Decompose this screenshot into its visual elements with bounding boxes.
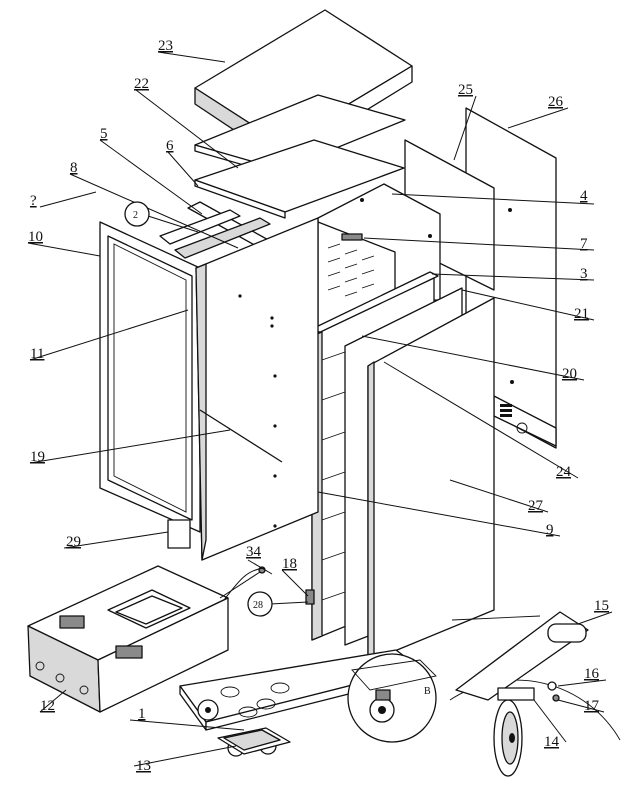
callout-20: 20 — [562, 366, 577, 382]
callout-27: 27 — [528, 498, 544, 514]
callout-1: 1 — [138, 706, 146, 722]
detail-circle-right — [449, 611, 621, 777]
part-19-rod — [199, 409, 283, 463]
callout-34: 34 — [246, 544, 262, 560]
callout-15: 15 — [594, 598, 609, 614]
leader-lines — [27, 51, 613, 767]
callout-question: ? — [30, 193, 37, 209]
callout-6: 6 — [166, 138, 174, 154]
perforation-slots — [327, 243, 375, 297]
callout-21: 21 — [574, 306, 589, 322]
callout-8: 8 — [70, 160, 78, 176]
vent-slots — [500, 404, 512, 417]
part-10-glass-door — [99, 221, 201, 533]
svg-text:B: B — [424, 686, 431, 697]
callout-9: 9 — [546, 522, 554, 538]
callout-3: 3 — [580, 266, 588, 282]
callout-4: 4 — [580, 188, 588, 204]
grille-right — [115, 645, 143, 659]
callout-23: 23 — [158, 38, 173, 54]
detail-circle-left: B — [347, 653, 437, 743]
grille-left — [59, 615, 85, 629]
callout-26: 26 — [548, 94, 564, 110]
callout-11: 11 — [30, 346, 44, 362]
callout-24: 24 — [556, 464, 572, 480]
callout-18: 18 — [282, 556, 297, 572]
left-side-panel — [167, 217, 319, 561]
callout-2: 2 — [133, 210, 138, 221]
callout-labels: 23 22 5 6 8 ? 10 2 11 19 29 34 18 28 12 … — [28, 38, 609, 774]
part-13-foot-pedal — [217, 727, 291, 755]
part-6-top-plate — [194, 139, 405, 219]
callout-22: 22 — [134, 76, 149, 92]
callout-14: 14 — [544, 734, 560, 750]
part-27-outer-panel — [367, 297, 495, 663]
callout-29: 29 — [66, 534, 81, 550]
callout-13: 13 — [136, 758, 151, 774]
callout-12: 12 — [40, 698, 55, 714]
callout-28: 28 — [253, 600, 263, 611]
callout-17: 17 — [584, 698, 600, 714]
callout-5: 5 — [100, 126, 108, 142]
callout-16: 16 — [584, 666, 600, 682]
callout-7: 7 — [580, 236, 588, 252]
callout-19: 19 — [30, 449, 45, 465]
part-34-cable — [223, 567, 265, 601]
part-12-control-box — [27, 565, 266, 713]
frame-rungs — [321, 351, 346, 601]
callout-25: 25 — [458, 82, 473, 98]
callout-10: 10 — [28, 229, 43, 245]
